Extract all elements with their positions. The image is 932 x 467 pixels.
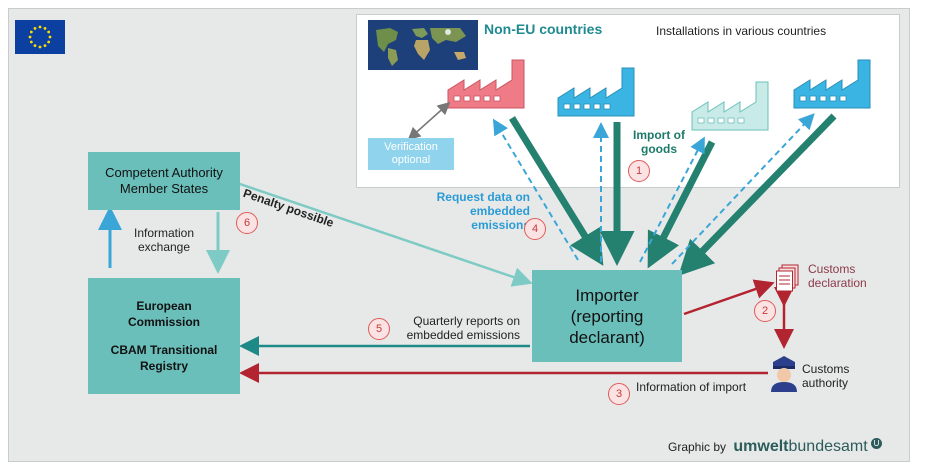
eu-star — [28, 35, 32, 39]
brand-mark-icon: U — [871, 438, 883, 449]
competent-authority-box: Competent Authority Member States — [88, 152, 240, 210]
customs-declaration-label: Customs declaration — [808, 262, 867, 290]
request-data-label: Request data on embedded emissions — [436, 190, 530, 232]
installations-title: Installations in various countries — [656, 24, 827, 38]
cbam-registry-label: CBAM Transitional Registry — [110, 343, 218, 373]
verification-box: Verification optional — [368, 138, 454, 170]
information-exchange-label: Information exchange — [133, 226, 195, 254]
factory-icon-pale — [690, 78, 774, 132]
import-of-goods-label: Import of goods — [633, 128, 685, 156]
step-badge-1: 1 — [628, 160, 650, 182]
step-badge-4: 4 — [524, 218, 546, 240]
eu-star — [38, 25, 42, 29]
world-map-icon — [368, 20, 478, 70]
european-commission-box: European Commission CBAM Transitional Re… — [88, 278, 240, 394]
eu-star — [29, 40, 33, 44]
eu-star — [47, 40, 51, 44]
eu-star — [33, 26, 37, 30]
quarterly-reports-label: Quarterly reports on embedded emissions — [406, 314, 520, 342]
eu-star — [48, 35, 52, 39]
eu-star — [43, 26, 47, 30]
importer-box: Importer (reporting declarant) — [532, 270, 682, 362]
brand-logo: umweltbundesamt — [733, 438, 868, 455]
step-badge-6: 6 — [236, 212, 258, 234]
eu-flag-icon — [15, 20, 65, 54]
credit-prefix: Graphic by — [668, 440, 727, 454]
eu-star — [38, 45, 42, 49]
european-commission-label: European Commission — [127, 299, 200, 329]
non-eu-title: Non-EU countries — [484, 21, 603, 37]
verification-arrow — [407, 101, 451, 141]
eu-star — [47, 30, 51, 34]
factory-icon-blue — [556, 64, 640, 118]
customs-authority-label: Customs authority — [802, 362, 850, 390]
eu-star — [43, 44, 47, 48]
eu-star — [33, 44, 37, 48]
step-badge-2: 2 — [754, 300, 776, 322]
graphic-credit: Graphic by umweltbundesamt U — [668, 438, 883, 456]
factory-icon-red — [446, 56, 530, 110]
eu-star — [29, 30, 33, 34]
information-of-import-label: Information of import — [636, 380, 747, 394]
step-badge-3: 3 — [608, 383, 630, 405]
customs-officer-icon — [768, 354, 800, 392]
step-badge-5: 5 — [368, 318, 390, 340]
factory-icon-blue-2 — [792, 56, 876, 110]
documents-icon — [776, 264, 800, 292]
